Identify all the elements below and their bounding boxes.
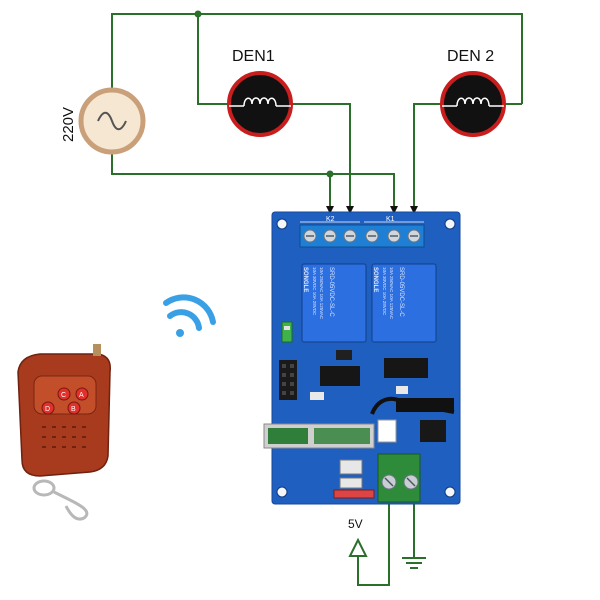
wire-source-common	[111, 150, 395, 212]
junction-dot-top	[194, 10, 202, 18]
svg-text:D: D	[45, 406, 50, 413]
wire-5v	[357, 500, 390, 586]
remote-button-c	[57, 387, 71, 401]
lamp2-label: DEN 2	[447, 48, 494, 65]
svg-text:SRD-05VDC-SL-C: SRD-05VDC-SL-C	[398, 267, 404, 317]
output-terminal-block	[299, 224, 425, 248]
svg-text:SONGLE: SONGLE	[372, 267, 378, 292]
remote-button-d	[41, 401, 55, 415]
board-components	[263, 321, 455, 499]
relay-input-arrows	[326, 206, 418, 214]
svg-text:C: C	[61, 392, 66, 399]
arrow-k1-common	[390, 206, 398, 214]
relay-k1-label: K1	[386, 216, 395, 223]
lamp1-icon	[227, 71, 293, 137]
arrow-k1-no	[410, 206, 418, 214]
relay-k2-label: K2	[326, 216, 335, 223]
wire-lamp2-relay	[413, 103, 442, 212]
source-voltage-label: 220V	[60, 107, 77, 142]
pcb	[271, 211, 461, 505]
ground-icon	[402, 557, 426, 569]
relay-k2: SRD-05VDC-SL-C 10A 250VAC 10A 125VAC 10A…	[301, 263, 367, 343]
svg-text:SRD-05VDC-SL-C: SRD-05VDC-SL-C	[328, 267, 334, 317]
pin-header	[333, 489, 375, 499]
svg-text:SONGLE: SONGLE	[302, 267, 308, 292]
svg-text:10A 30VDC 10A 28VDC: 10A 30VDC 10A 28VDC	[382, 267, 387, 316]
svg-text:10A 30VDC 10A 28VDC: 10A 30VDC 10A 28VDC	[312, 267, 317, 316]
wires	[111, 13, 523, 586]
svg-text:10A 250VAC 10A 125VAC: 10A 250VAC 10A 125VAC	[319, 267, 324, 320]
relay-k1: SRD-05VDC-SL-C 10A 250VAC 10A 125VAC 10A…	[371, 263, 437, 343]
svg-text:B: B	[71, 406, 76, 413]
remote-control: A C D B	[17, 344, 111, 521]
learn-button	[339, 459, 363, 475]
remote-button-b	[67, 401, 81, 415]
lamp2-icon	[440, 71, 506, 137]
supply-voltage-label: 5V	[348, 517, 363, 531]
mounting-holes	[276, 218, 456, 498]
ac-source-icon	[78, 87, 146, 155]
remote-button-a	[75, 387, 89, 401]
svg-text:A: A	[79, 392, 84, 399]
arrow-up-icon	[348, 537, 368, 557]
junction-dot-common	[326, 170, 334, 178]
wifi-icon	[163, 294, 216, 337]
wire-lamp1-left	[197, 14, 228, 105]
svg-text:10A 250VAC 10A 125VAC: 10A 250VAC 10A 125VAC	[389, 267, 394, 320]
lamp1-label: DEN1	[232, 48, 275, 65]
arrow-k2-common	[326, 206, 334, 214]
wire-lamp1-relay	[292, 103, 351, 212]
wire-top-bus	[111, 13, 523, 104]
relay-board: K2 K1 SRD-05VDC-SL-C 10A 250VAC 10A 125V…	[263, 211, 461, 505]
arrow-k2-no	[346, 206, 354, 214]
keyring-icon	[32, 479, 89, 521]
power-terminal-block	[377, 453, 421, 503]
